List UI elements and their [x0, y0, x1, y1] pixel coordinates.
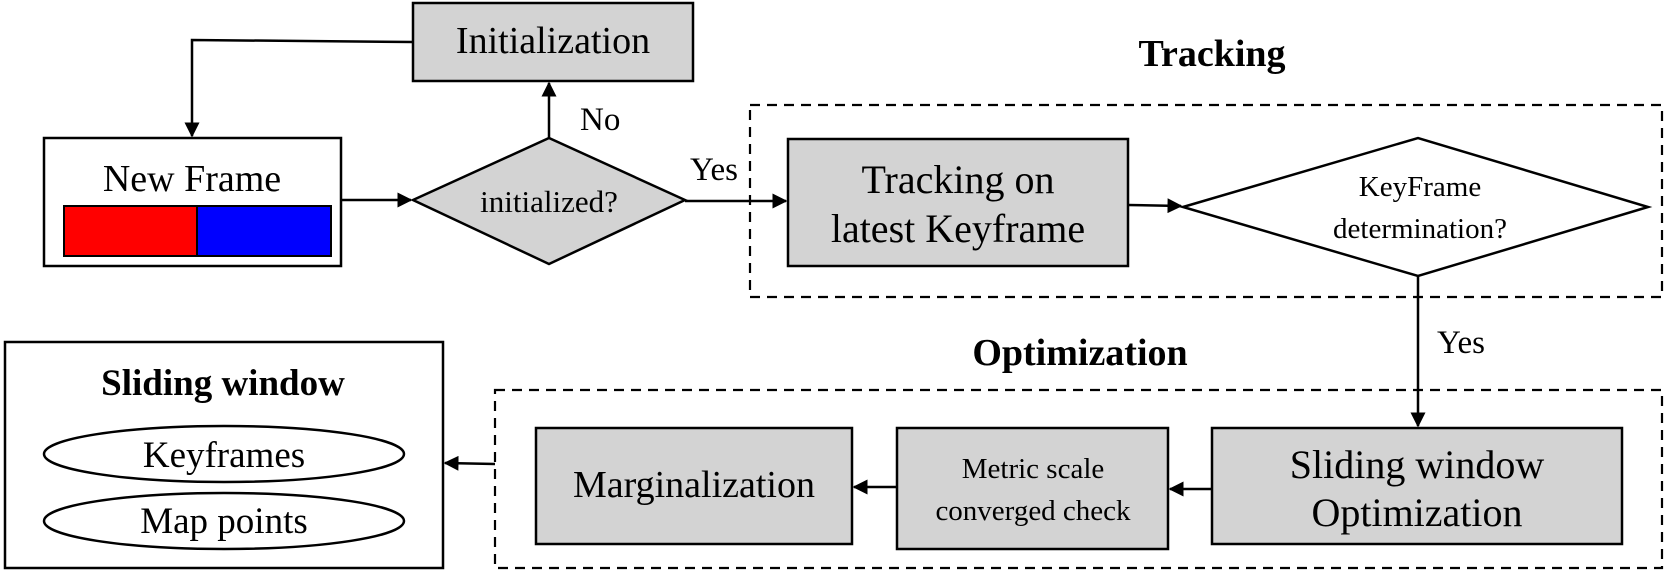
map-points-ellipse: [42, 491, 406, 551]
sliding-window-optimization-label-line2: Optimization: [1311, 490, 1522, 535]
keyframe-decision: [1178, 136, 1653, 278]
tracking-keyframe-label-line1: Tracking on: [862, 157, 1055, 202]
tracking-keyframe-box: [786, 137, 1130, 268]
init-to-new-frame-arrow: [184, 38, 414, 138]
frame-right-segment: [196, 205, 332, 257]
keyframe-decision-label-line1: KeyFrame: [1359, 171, 1481, 203]
yes-tracking-label: Yes: [690, 152, 738, 188]
optimization-group-border: [493, 388, 1664, 570]
metric-scale-check-label-line1: Metric scale: [962, 453, 1105, 485]
tracking-keyframe-label-line2: latest Keyframe: [831, 206, 1085, 251]
frame-left-segment: [63, 205, 198, 257]
optimization-to-sliding-window-arrow: [443, 455, 496, 471]
sliding-window-optimization-box: [1210, 426, 1624, 546]
yes-keyframe-label: Yes: [1437, 325, 1485, 361]
sliding-window-title: Sliding window: [101, 363, 345, 404]
keyframe-decision-label-line2: determination?: [1333, 213, 1507, 245]
keyframes-label: Keyframes: [143, 435, 305, 476]
initialized-decision-label: initialized?: [480, 184, 618, 219]
marginalization-label: Marginalization: [573, 464, 815, 506]
marginalization-box: [534, 426, 854, 546]
tracking-to-keyframe-arrow: [1127, 198, 1183, 214]
keyframes-ellipse: [42, 424, 406, 484]
metric-scale-check-box: [895, 426, 1170, 551]
initialization-label: Initialization: [456, 20, 650, 62]
optimization-group-title: Optimization: [972, 332, 1187, 374]
metric-scale-check-label-line2: converged check: [935, 495, 1131, 527]
no-label: No: [580, 102, 620, 138]
sliding-window-optimization-label-line1: Sliding window: [1290, 442, 1545, 487]
map-points-label: Map points: [140, 501, 308, 542]
initialization-box: [411, 1, 695, 83]
new-frame-label: New Frame: [103, 158, 281, 200]
tracking-group-title: Tracking: [1138, 33, 1285, 75]
